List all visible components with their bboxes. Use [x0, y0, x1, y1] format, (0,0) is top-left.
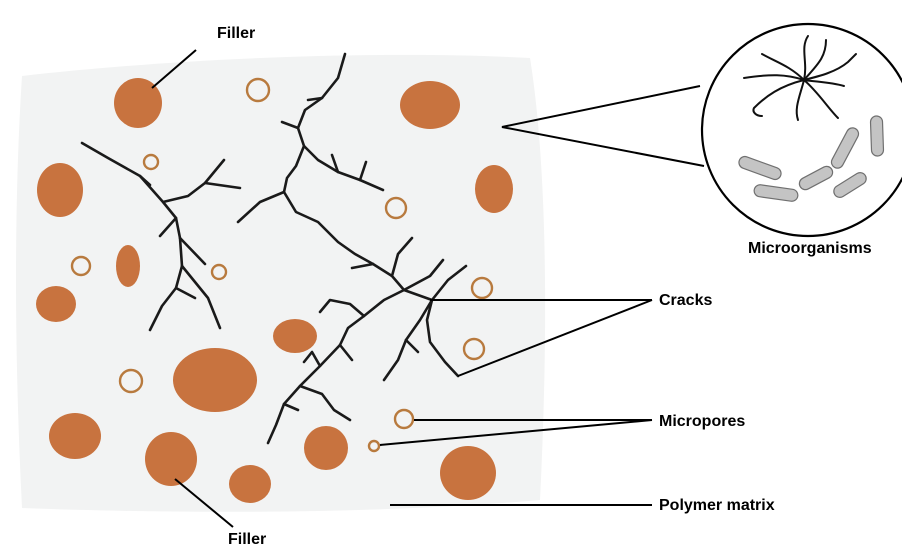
filler-particle	[37, 163, 83, 217]
filler-particle	[475, 165, 513, 213]
filler-label-bottom: Filler	[228, 531, 266, 546]
filler-particle	[173, 348, 257, 412]
cracks-label: Cracks	[659, 292, 712, 309]
bacterium	[870, 116, 883, 156]
microorganisms-label: Microorganisms	[748, 240, 872, 257]
polymer-matrix-label: Polymer matrix	[659, 497, 775, 514]
filler-particle	[36, 286, 76, 322]
filler-particle	[116, 245, 140, 287]
filler-particle	[400, 81, 460, 129]
filler-label-top: Filler	[217, 25, 255, 42]
micropores-label: Micropores	[659, 413, 745, 430]
filler-particle	[304, 426, 348, 470]
filler-particle	[440, 446, 496, 500]
filler-particle	[145, 432, 197, 486]
filler-particle	[49, 413, 101, 459]
filler-particle	[229, 465, 271, 503]
filler-particle	[273, 319, 317, 353]
